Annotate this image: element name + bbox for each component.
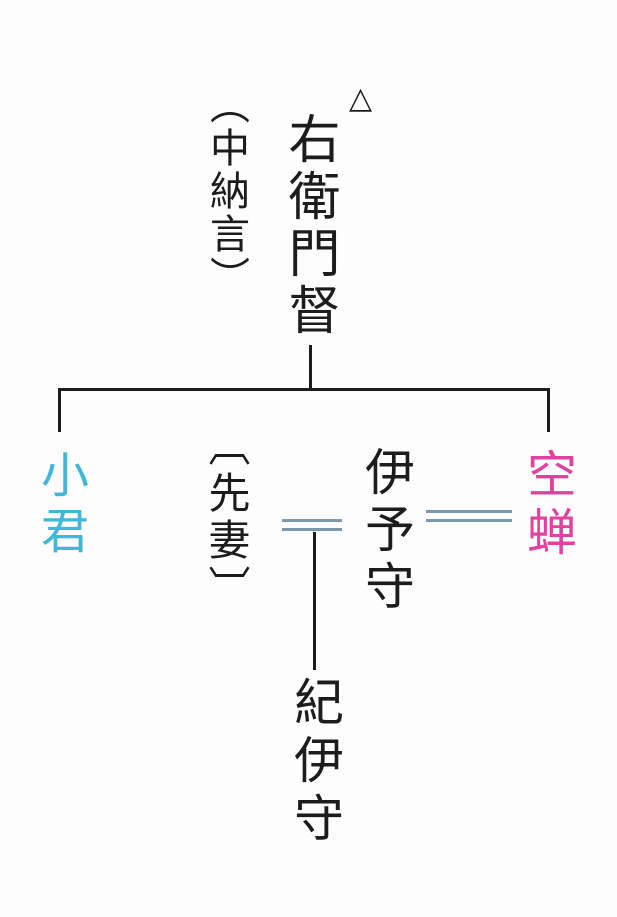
left-drop-line xyxy=(58,388,61,432)
node-uemon-no-kami: 右衛門督 xyxy=(279,112,339,340)
node-iyo-no-kami: 伊予守 xyxy=(357,446,415,617)
node-kogimi: 小君 xyxy=(32,450,88,562)
right-drop-line xyxy=(547,388,550,432)
triangle-marker-icon: △ xyxy=(349,81,373,116)
node-former-wife: 〔先妻〕 xyxy=(202,424,251,612)
node-kii-no-kami: 紀伊守 xyxy=(286,676,344,850)
child-descent-line xyxy=(313,532,316,670)
node-utsusemi: 空蝉 xyxy=(519,448,577,564)
parent-descent-line xyxy=(309,345,312,390)
node-chunagon-note: （中納言） xyxy=(203,84,249,299)
marriage-line-former-wife-iyo xyxy=(282,519,342,531)
sibling-horizontal-line xyxy=(58,388,550,391)
marriage-line-iyo-utsusemi xyxy=(426,510,512,522)
